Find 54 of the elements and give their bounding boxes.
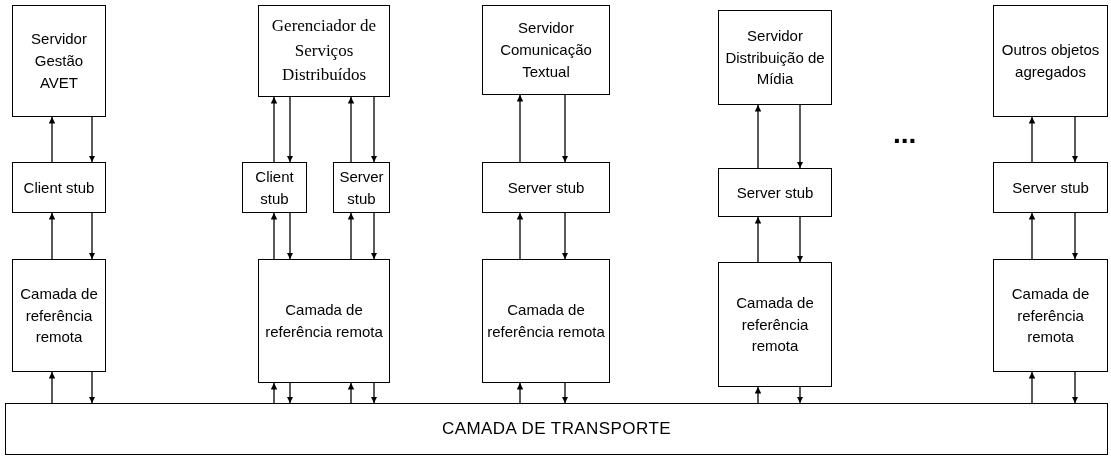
stub-box: Server stub <box>993 162 1108 213</box>
arrow <box>48 212 56 260</box>
arrow <box>754 216 762 263</box>
arrow <box>1028 371 1036 404</box>
manager-box: Gerenciador de Serviços Distribuídos <box>258 5 390 97</box>
stub-box: Client stub <box>242 162 307 213</box>
arrow <box>270 382 278 404</box>
ellipsis-text: ... <box>893 120 917 148</box>
arrow <box>347 382 355 404</box>
transport-layer-box: CAMADA DE TRANSPORTE <box>5 403 1108 455</box>
arrow <box>370 96 378 163</box>
arrow <box>796 386 804 404</box>
arrow <box>270 96 278 163</box>
arrow <box>754 104 762 169</box>
arrow <box>516 212 524 260</box>
arrow <box>286 96 294 163</box>
stub-box: Client stub <box>12 162 106 213</box>
arrow <box>1071 212 1079 260</box>
layer-box: Camada de referência remota <box>12 259 106 372</box>
arrow <box>516 94 524 163</box>
arrow <box>88 116 96 163</box>
arrow <box>286 212 294 260</box>
arrow <box>370 382 378 404</box>
arrow <box>561 382 569 404</box>
server-box: Servidor Comunicação Textual <box>482 5 610 95</box>
stub-box: Server stub <box>333 162 390 213</box>
arrow <box>561 94 569 163</box>
arrow <box>270 212 278 260</box>
arrow <box>347 96 355 163</box>
arrow <box>754 386 762 404</box>
layer-box: Camada de referência remota <box>258 259 390 383</box>
layer-box: Camada de referência remota <box>482 259 610 383</box>
arrow <box>347 212 355 260</box>
stub-box: Server stub <box>482 162 610 213</box>
objects-box: Outros objetos agregados <box>993 5 1108 117</box>
arrow <box>561 212 569 260</box>
server-box: Servidor Gestão AVET <box>12 5 106 117</box>
arrow <box>1071 116 1079 163</box>
arrow <box>1028 212 1036 260</box>
arrow <box>1071 371 1079 404</box>
layer-box: Camada de referência remota <box>993 259 1108 372</box>
arrow <box>796 216 804 263</box>
arrow <box>516 382 524 404</box>
arrow <box>286 382 294 404</box>
arrow <box>370 212 378 260</box>
layer-box: Camada de referência remota <box>718 262 832 387</box>
arrow <box>88 371 96 404</box>
arrow <box>796 104 804 169</box>
arrow <box>1028 116 1036 163</box>
arrow <box>88 212 96 260</box>
stub-box: Server stub <box>718 168 832 217</box>
server-box: Servidor Distribuição de Mídia <box>718 10 832 105</box>
arrow <box>48 116 56 163</box>
arrow <box>48 371 56 404</box>
